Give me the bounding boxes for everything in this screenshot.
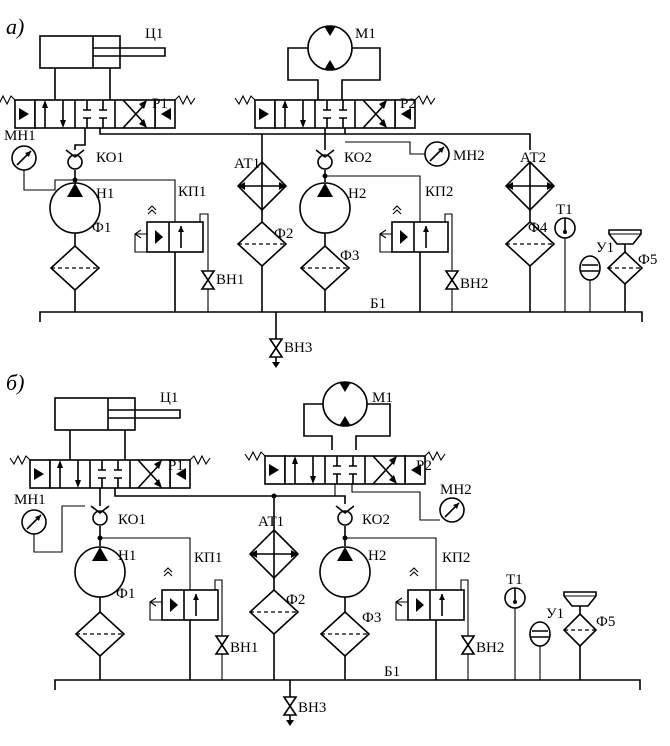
label-ko1: КО1 xyxy=(118,512,146,528)
label-f5: Ф5 xyxy=(596,614,615,630)
label-f1: Ф1 xyxy=(116,586,135,602)
label-mn2: МН2 xyxy=(453,148,485,164)
label-kp1: КП1 xyxy=(178,184,206,200)
label-f4: Ф4 xyxy=(528,220,548,236)
label-r1: Р1 xyxy=(152,96,168,112)
label-u1: У1 xyxy=(596,240,614,256)
label-at1: АТ1 xyxy=(234,156,260,172)
label-u1: У1 xyxy=(546,606,564,622)
label-at2: АТ2 xyxy=(520,150,546,166)
label-h2: Н2 xyxy=(368,548,386,564)
label-vn1: ВН1 xyxy=(230,640,258,656)
label-c1: Ц1 xyxy=(145,26,163,42)
label-t1: Т1 xyxy=(556,202,573,218)
label-vn3: ВН3 xyxy=(284,340,312,356)
label-f5: Ф5 xyxy=(638,252,657,268)
label-vn2: ВН2 xyxy=(460,276,488,292)
label-h1: Н1 xyxy=(118,548,136,564)
panel-a: а) xyxy=(0,14,657,368)
label-kp2: КП2 xyxy=(442,550,470,566)
label-at1: АТ1 xyxy=(258,514,284,530)
panel-label: б) xyxy=(6,370,24,395)
label-f2: Ф2 xyxy=(274,226,293,242)
label-kp2: КП2 xyxy=(425,184,453,200)
label-b1: Б1 xyxy=(384,664,400,680)
label-ko1: КО1 xyxy=(96,150,124,166)
label-vn2: ВН2 xyxy=(476,640,504,656)
label-ko2: КО2 xyxy=(344,150,372,166)
label-f3: Ф3 xyxy=(340,248,359,264)
label-mn1: МН1 xyxy=(4,128,36,144)
label-mn2: МН2 xyxy=(440,482,472,498)
label-r2: Р2 xyxy=(416,458,432,474)
label-t1: Т1 xyxy=(506,572,523,588)
label-c1: Ц1 xyxy=(160,390,178,406)
label-vn3: ВН3 xyxy=(298,700,326,716)
label-h2: Н2 xyxy=(348,186,366,202)
label-vn1: ВН1 xyxy=(216,272,244,288)
label-r2: Р2 xyxy=(400,96,416,112)
panel-b: б) xyxy=(6,370,641,726)
label-mn1: МН1 xyxy=(14,492,46,508)
label-m1: М1 xyxy=(372,390,393,406)
label-m1: М1 xyxy=(355,26,376,42)
label-f3: Ф3 xyxy=(362,610,381,626)
label-b1: Б1 xyxy=(370,296,386,312)
label-h1: Н1 xyxy=(96,186,114,202)
label-kp1: КП1 xyxy=(194,550,222,566)
label-ko2: КО2 xyxy=(362,512,390,528)
label-f1: Ф1 xyxy=(92,220,111,236)
label-r1: Р1 xyxy=(168,458,184,474)
panel-label: а) xyxy=(6,14,24,39)
label-f2: Ф2 xyxy=(286,592,305,608)
